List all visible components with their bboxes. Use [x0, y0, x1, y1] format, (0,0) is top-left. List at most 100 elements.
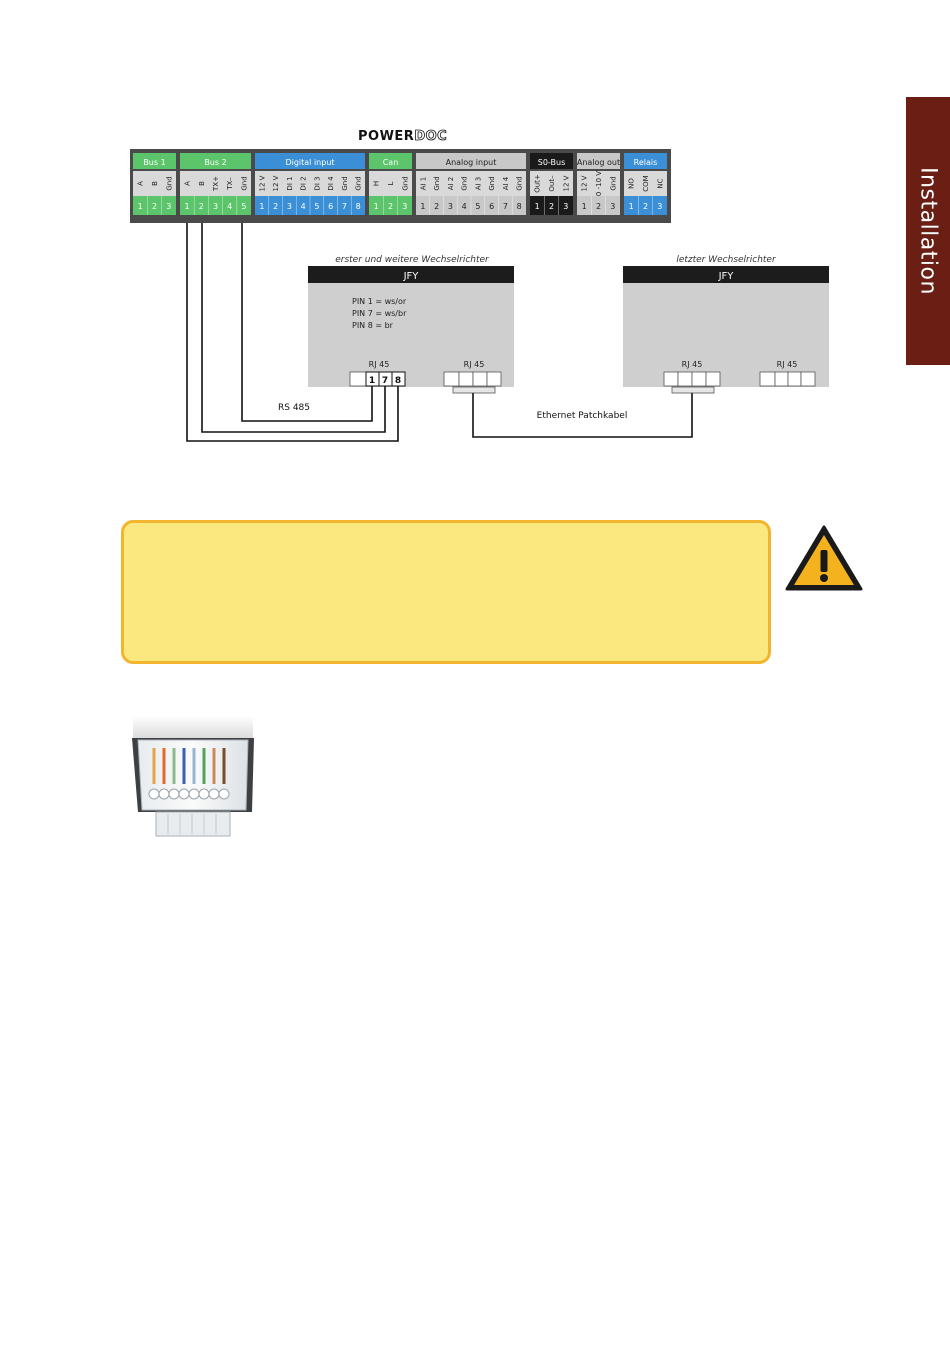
terminal-label: Gnd [609, 176, 617, 190]
terminal-pin-number: 7 [342, 202, 347, 211]
terminal-pin-number: 4 [301, 202, 306, 211]
terminal-pin-area [180, 196, 251, 215]
terminal-pin-number: 8 [517, 202, 522, 211]
terminal-label: AI 4 [502, 176, 510, 190]
terminal-group-header [369, 153, 412, 169]
terminal-label: Gnd [341, 176, 349, 190]
terminal-pin-number: 1 [582, 202, 587, 211]
terminal-label: 12 V [258, 175, 266, 191]
terminal-pin-number: 6 [328, 202, 333, 211]
terminal-pin-number: 3 [166, 202, 171, 211]
terminal-label: Gnd [433, 176, 441, 190]
terminal-group-header [577, 153, 620, 169]
inverter-last-port1-label: RJ 45 [682, 360, 703, 369]
terminal-pin-number: 2 [152, 202, 157, 211]
port-pin-7: 7 [382, 376, 388, 386]
terminal-group-header [416, 153, 526, 169]
terminal-group-title: Relais [634, 158, 658, 167]
terminal-label: Gnd [401, 176, 409, 190]
rs485-label: RS 485 [278, 403, 310, 413]
terminal-label: A [184, 181, 192, 186]
terminal-pin-number: 1 [629, 202, 634, 211]
warning-box [121, 520, 771, 664]
terminal-label: NO [628, 178, 636, 189]
terminal-groups: Bus 1 A 1 B 2 Gnd 3 Bus 2 A 1 B 2 TX+ 3 TX– 4 Gnd 5 Digita… [133, 153, 667, 215]
terminal-pin-area [369, 196, 412, 215]
terminal-group-title: Can [383, 158, 399, 167]
inverter-last-header [623, 266, 829, 283]
terminal-label: Gnd [240, 176, 248, 190]
terminal-group-title: Analog out [577, 158, 620, 167]
terminal-pin-number: 2 [273, 202, 278, 211]
terminal-group-header [624, 153, 667, 169]
inverter-first-port2 [443, 371, 502, 394]
terminal-group-header [133, 153, 176, 169]
terminal-label: Out– [548, 175, 556, 192]
terminal-pin-number: 5 [241, 202, 246, 211]
terminal-label: TX+ [212, 176, 220, 192]
terminal-label: 12 V [272, 175, 280, 191]
terminal-pin-number: 2 [596, 202, 601, 211]
terminal-label: 12 V [581, 175, 589, 191]
terminal-pin-number: 7 [503, 202, 508, 211]
logo-doc: DOC [414, 129, 447, 144]
inverter-first-header [308, 266, 514, 283]
terminal-label: Out+ [534, 174, 542, 193]
terminal-pin-number: 3 [402, 202, 407, 211]
port-pin-8: 8 [395, 376, 401, 386]
terminal-label: DI 2 [300, 176, 308, 190]
terminal-pin-number: 2 [388, 202, 393, 211]
terminal-label: AI 3 [474, 177, 482, 191]
terminal-label-area [369, 171, 412, 196]
terminal-group-title: Bus 1 [143, 158, 165, 167]
terminal-pin-number: 3 [213, 202, 218, 211]
port-pin-1: 1 [369, 376, 375, 386]
terminal-label: 12 V [562, 175, 570, 191]
svg-text:POWERDOC: POWERDOC [358, 129, 447, 144]
rj45-plug-icon [132, 716, 254, 837]
terminal-pin-number: 3 [563, 202, 568, 211]
inverter-last-caption: letzter Wechselrichter [676, 255, 777, 265]
terminal-label: AI 2 [447, 177, 455, 191]
pin-note-3: PIN 8 = br [352, 321, 394, 330]
terminal-pin-number: 8 [356, 202, 361, 211]
terminal-pin-number: 2 [643, 202, 648, 211]
terminal-pin-number: 3 [287, 202, 292, 211]
ethernet-cable [472, 393, 693, 438]
terminal-label: L [387, 181, 395, 185]
terminal-group-header [530, 153, 573, 169]
terminal-pin-number: 6 [489, 202, 494, 211]
terminal-label: B [198, 181, 206, 186]
terminal-label: DI 4 [327, 176, 335, 191]
terminal-pin-area [577, 196, 620, 215]
terminal-pin-area [530, 196, 573, 215]
terminal-label: B [151, 181, 159, 186]
pin-note-1: PIN 1 = ws/or [352, 297, 407, 306]
inverter-first-box [308, 266, 514, 387]
terminal-label: DI 3 [313, 176, 321, 190]
terminal-label: NC [656, 178, 664, 188]
inverter-last-port1 [663, 371, 721, 394]
terminal-group-header [255, 153, 365, 169]
terminal-group-title: Bus 2 [204, 158, 226, 167]
terminal-pin-number: 1 [259, 202, 264, 211]
terminal-label: COM [642, 175, 650, 191]
terminal-label-area [133, 171, 176, 196]
terminal-pin-number: 2 [199, 202, 204, 211]
terminal-pin-number: 1 [374, 202, 379, 211]
terminal-label: Gnd [461, 176, 469, 190]
wiring-diagram: POWERDOC Bus 1 A 1 B 2 Gnd 3 Bus 2 A 1 B 2 TX+ 3 TX– 4 G… [130, 129, 829, 442]
terminal-label: DI 1 [286, 176, 294, 190]
terminal-pin-number: 3 [657, 202, 662, 211]
terminal-group-title: Digital input [285, 158, 334, 167]
logo-power: POWER [358, 129, 414, 144]
terminal-pin-number: 3 [448, 202, 453, 211]
terminal-pin-number: 4 [462, 202, 467, 211]
inverter-first-caption: erster und weitere Wechselrichter [335, 255, 490, 265]
terminal-label: A [137, 181, 145, 186]
terminal-label: Gnd [488, 176, 496, 190]
pin-note-2: PIN 7 = ws/br [352, 309, 407, 318]
inverter-first-port2-label: RJ 45 [464, 360, 485, 369]
terminal-label: TX– [226, 177, 234, 191]
terminal-label: Gnd [516, 176, 524, 190]
